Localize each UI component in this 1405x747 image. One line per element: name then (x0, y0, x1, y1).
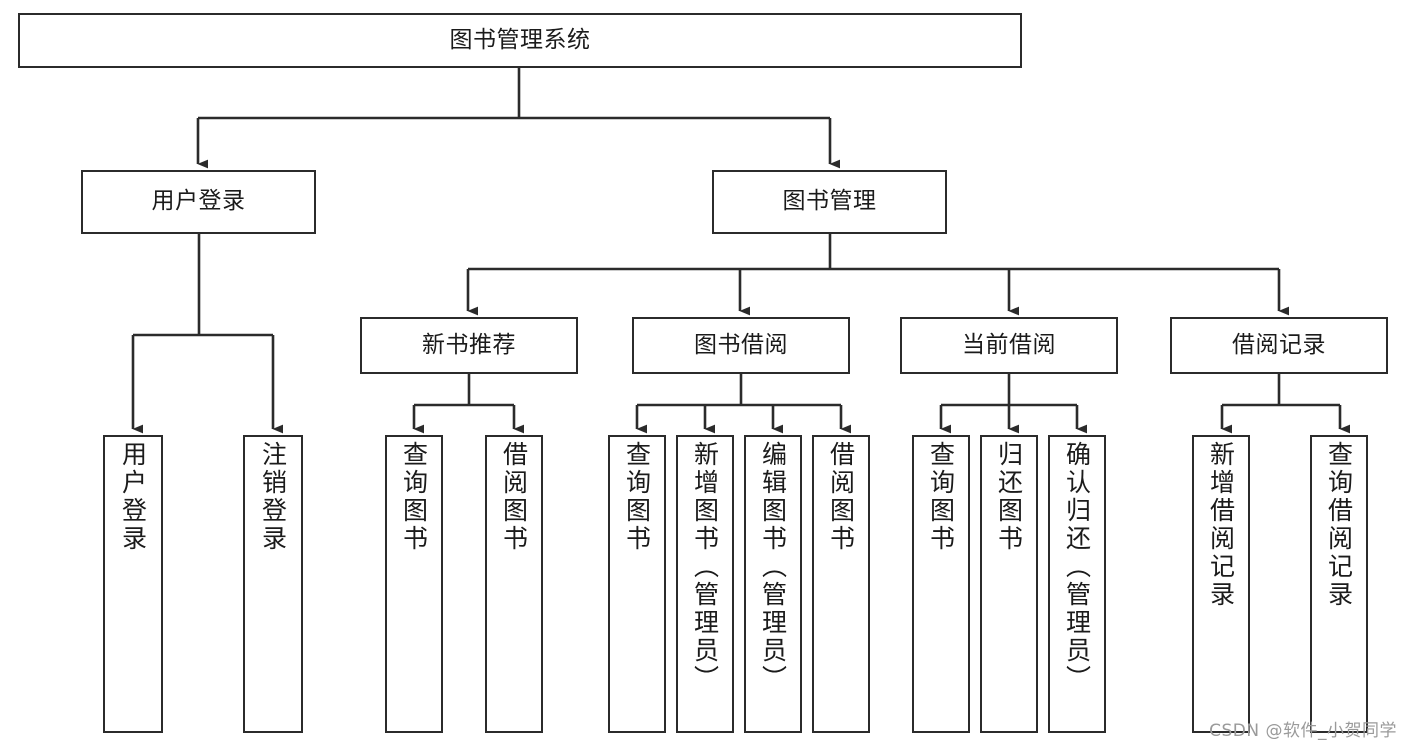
leaf-user-login-logout[interactable]: 注销登录 (243, 435, 303, 733)
leaf-current-return-book[interactable]: 归还图书 (980, 435, 1038, 733)
leaf-new-book-borrow[interactable]: 借阅图书 (485, 435, 543, 733)
node-label: 查询图书 (399, 441, 429, 553)
leaf-borrow-query-book[interactable]: 查询图书 (608, 435, 666, 733)
node-label: 查询图书 (622, 441, 652, 553)
node-label: 图书管理 (782, 188, 877, 215)
node-label: 归还图书 (994, 441, 1024, 553)
node-label: 新增借阅记录 (1206, 441, 1236, 609)
leaf-record-query-borrow-record[interactable]: 查询借阅记录 (1310, 435, 1368, 733)
node-label: 编辑图书（管理员） (758, 441, 788, 693)
leaf-current-query-book[interactable]: 查询图书 (912, 435, 970, 733)
node-label: 用户登录 (118, 441, 148, 553)
node-book-management[interactable]: 图书管理 (712, 170, 947, 234)
leaf-user-login-login[interactable]: 用户登录 (103, 435, 163, 733)
leaf-record-add-borrow-record[interactable]: 新增借阅记录 (1192, 435, 1250, 733)
leaf-current-confirm-return-admin[interactable]: 确认归还（管理员） (1048, 435, 1106, 733)
node-book-borrow[interactable]: 图书借阅 (632, 317, 850, 374)
node-label: 借阅图书 (826, 441, 856, 553)
node-label: 借阅图书 (499, 441, 529, 553)
node-label: 确认归还（管理员） (1062, 441, 1092, 693)
node-user-login[interactable]: 用户登录 (81, 170, 316, 234)
node-label: 当前借阅 (962, 331, 1056, 358)
node-label: 注销登录 (258, 441, 288, 553)
node-label: 借阅记录 (1232, 331, 1326, 358)
node-root-library-system[interactable]: 图书管理系统 (18, 13, 1022, 68)
node-current-borrow[interactable]: 当前借阅 (900, 317, 1118, 374)
leaf-borrow-add-book-admin[interactable]: 新增图书（管理员） (676, 435, 734, 733)
leaf-borrow-edit-book-admin[interactable]: 编辑图书（管理员） (744, 435, 802, 733)
node-borrow-record[interactable]: 借阅记录 (1170, 317, 1388, 374)
node-label: 新书推荐 (422, 331, 516, 358)
leaf-borrow-borrow-book[interactable]: 借阅图书 (812, 435, 870, 733)
node-label: 用户登录 (151, 188, 246, 215)
node-label: 查询借阅记录 (1324, 441, 1354, 609)
node-label: 查询图书 (926, 441, 956, 553)
node-new-book-recommend[interactable]: 新书推荐 (360, 317, 578, 374)
node-label: 图书管理系统 (449, 26, 591, 53)
csdn-watermark: CSDN @软件_小贺同学 (1209, 721, 1397, 741)
node-label: 图书借阅 (694, 331, 788, 358)
leaf-new-book-query[interactable]: 查询图书 (385, 435, 443, 733)
node-label: 新增图书（管理员） (690, 441, 720, 693)
